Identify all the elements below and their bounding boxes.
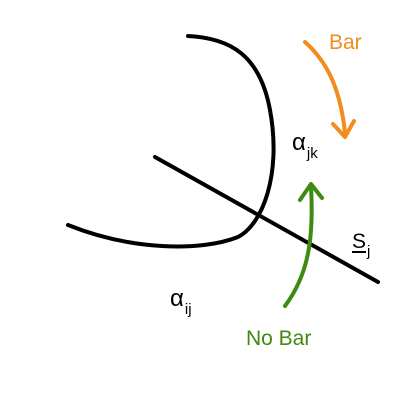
no-bar-label: No Bar [246, 327, 312, 350]
no-bar-arrowhead [298, 182, 324, 202]
s-j-label: Sj [352, 230, 370, 259]
alpha-boundary-curve [66, 34, 276, 249]
no-bar-arrow-shaft [283, 184, 314, 308]
s-j-line [153, 155, 380, 284]
bar-label: Bar [329, 31, 362, 54]
alpha-jk-symbol: α [292, 129, 306, 156]
alpha-jk-subscript: jk [306, 145, 318, 162]
bar-arrow-shaft [303, 40, 347, 135]
bar-arrowhead [331, 119, 356, 139]
s-j-symbol: S [352, 230, 367, 253]
alpha-ij-symbol: α [170, 285, 184, 312]
alpha-ij-subscript: ij [184, 301, 192, 318]
s-j-subscript: j [367, 243, 371, 260]
alpha-jk-label: αjk [292, 129, 318, 162]
alpha-ij-label: αij [170, 285, 192, 318]
